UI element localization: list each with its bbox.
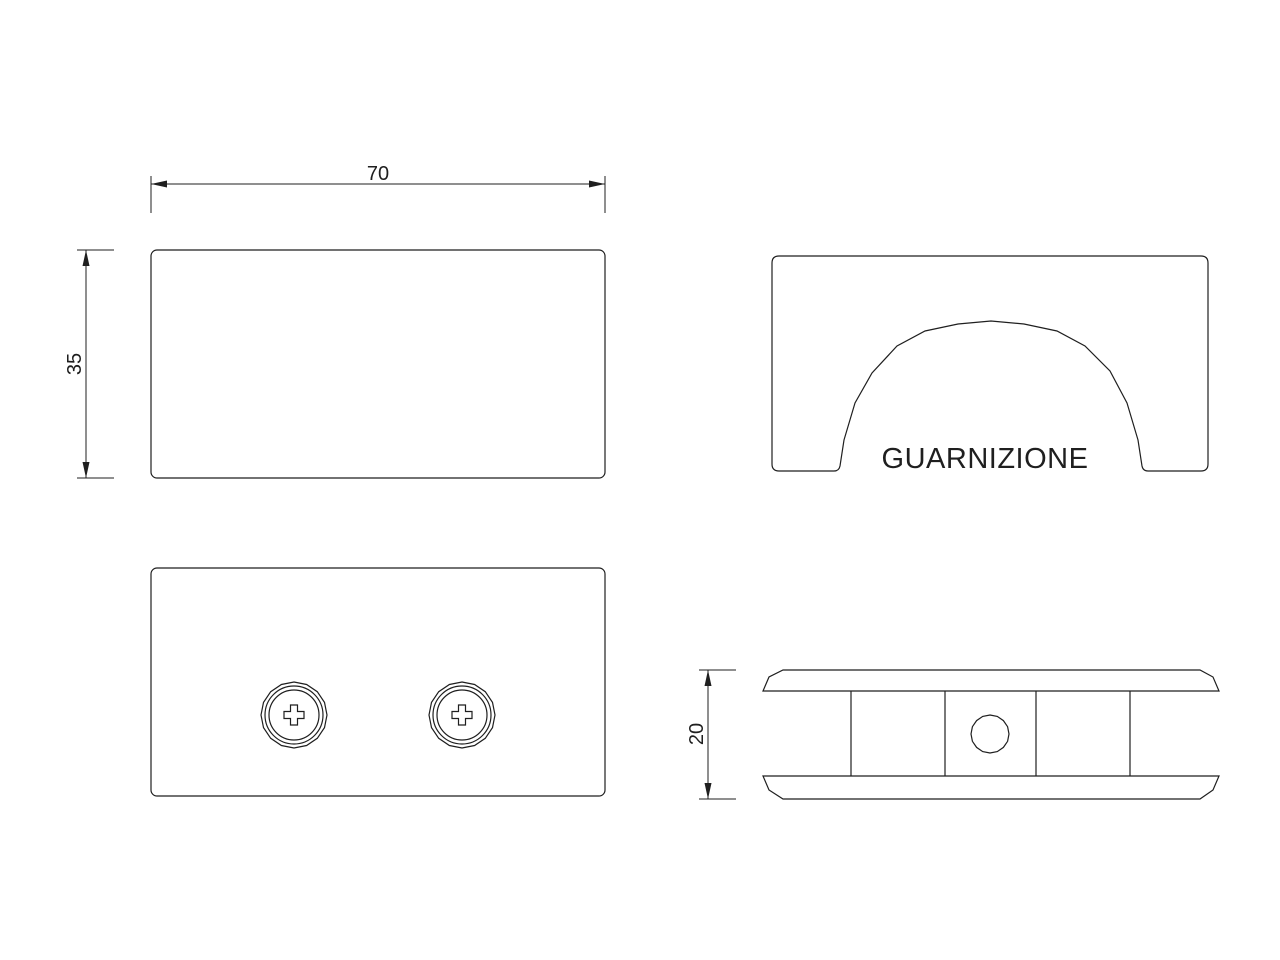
front-view <box>150 249 606 479</box>
bolt-hole-icon <box>970 714 1010 754</box>
width-dimension: 70 <box>150 163 606 213</box>
gasket-outline <box>771 255 1209 472</box>
side-view <box>762 669 1220 800</box>
gasket-label: GUARNIZIONE <box>882 443 1089 475</box>
width-dimension-value: 70 <box>367 163 389 185</box>
phillips-screw-icon <box>428 681 496 749</box>
gasket-view: GUARNIZIONE <box>771 255 1209 475</box>
phillips-screw-icon <box>260 681 328 749</box>
back-view-outline <box>150 567 606 797</box>
height-dimension-value: 35 <box>64 353 86 375</box>
top-plate <box>762 669 1220 692</box>
thickness-dimension: 20 <box>686 669 736 800</box>
front-view-outline <box>150 249 606 479</box>
bottom-plate <box>762 775 1220 800</box>
height-dimension: 35 <box>64 249 114 479</box>
thickness-dimension-value: 20 <box>686 723 708 745</box>
back-view <box>150 567 606 797</box>
